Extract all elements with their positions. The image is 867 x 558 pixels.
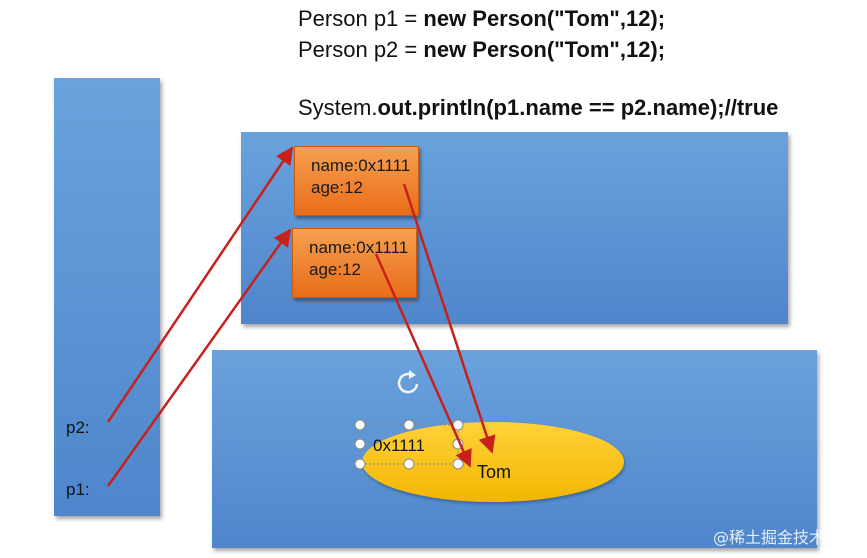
arrow-name2-to-tom — [374, 253, 472, 468]
stack-region — [54, 78, 160, 516]
code-line-1-plain: Person p1 = — [298, 6, 424, 31]
object-age-field: age:12 — [309, 260, 361, 279]
code-line-1: Person p1 = new Person("Tom",12); — [298, 6, 665, 32]
arrow-p1-to-object — [106, 228, 292, 487]
selection-box[interactable] — [354, 419, 464, 470]
code-line-3-plain: System. — [298, 95, 378, 120]
arrow-p2-to-object — [106, 146, 294, 423]
code-line-1-bold: new Person("Tom",12); — [423, 6, 666, 31]
code-line-2-plain: Person p2 = — [298, 37, 424, 62]
person-object-p2: name:0x1111 age:12 — [292, 228, 417, 298]
object-name-field: name:0x1111 — [309, 238, 409, 257]
stack-var-p2: p2: — [66, 418, 90, 437]
code-line-2-bold: new Person("Tom",12); — [423, 37, 666, 62]
code-line-2: Person p2 = new Person("Tom",12); — [298, 37, 665, 63]
rotate-handle-icon[interactable] — [397, 370, 419, 394]
string-value: Tom — [477, 462, 512, 482]
arrow-name1-to-tom — [402, 183, 496, 454]
watermark: @稀土掘金技术社区 — [712, 528, 857, 547]
stack-var-p1: p1: — [66, 480, 90, 499]
code-line-3-bold: out.println(p1.name == p2.name);//true — [377, 95, 779, 120]
object-age-field: age:12 — [311, 178, 363, 197]
object-name-field: name:0x1111 — [311, 156, 411, 175]
code-line-3: System.out.println(p1.name == p2.name);/… — [298, 95, 778, 121]
person-object-p1: name:0x1111 age:12 — [294, 146, 419, 216]
string-address: 0x1111 — [373, 436, 425, 455]
